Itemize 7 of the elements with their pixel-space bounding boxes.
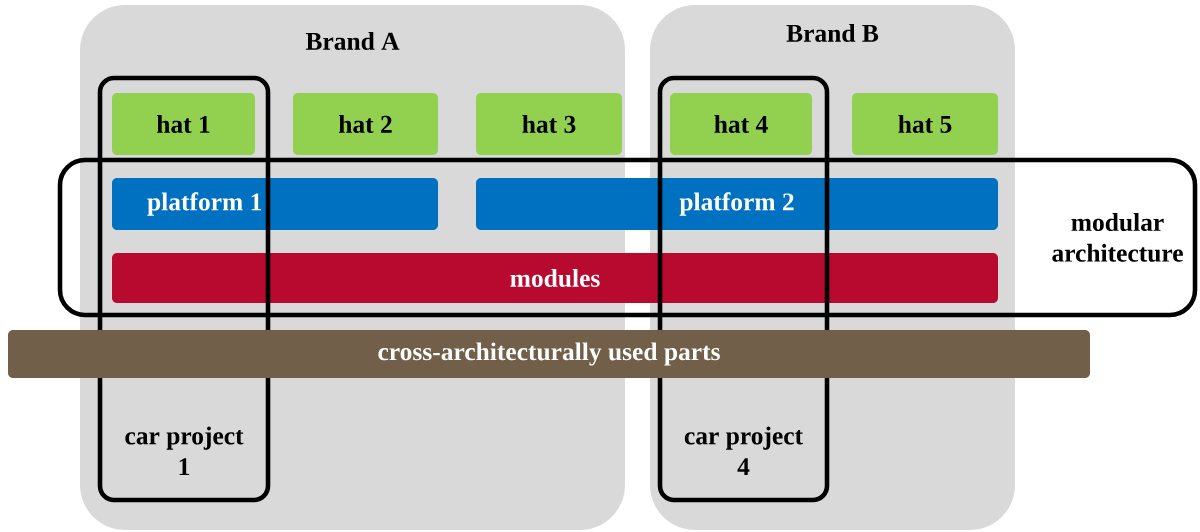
hat-box: hat 1	[112, 93, 255, 155]
hat-box: hat 5	[852, 93, 998, 155]
hat-box: hat 3	[476, 93, 622, 155]
platform-bar: platform 1	[112, 178, 438, 230]
hat-box: hat 4	[670, 93, 812, 155]
parts-bar: cross-architecturally used parts	[8, 330, 1090, 378]
hat-box: hat 2	[293, 93, 438, 155]
